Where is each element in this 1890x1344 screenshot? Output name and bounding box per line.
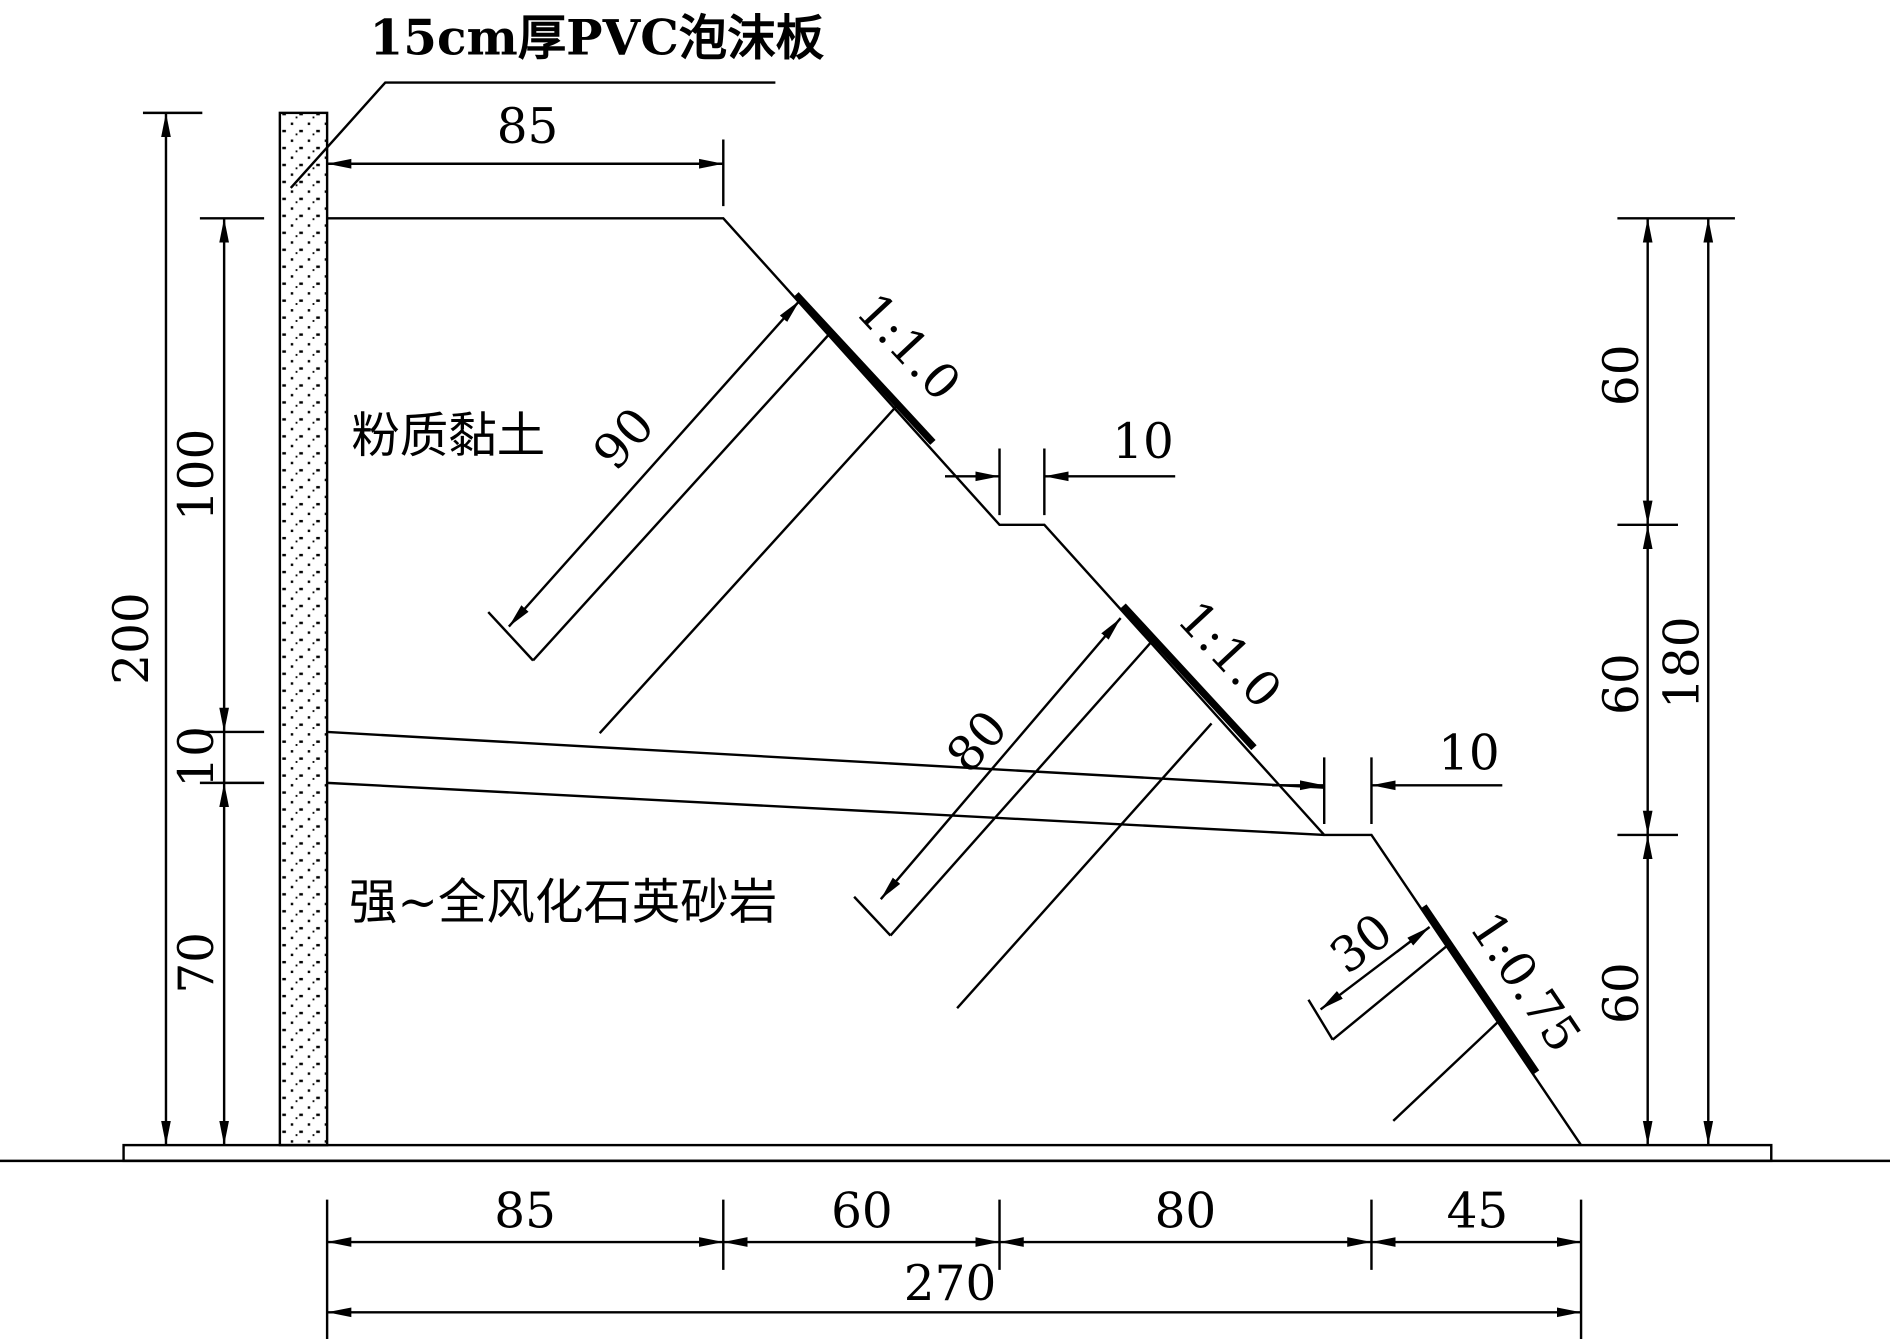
left-interlayer-label: 10 xyxy=(169,726,225,788)
callout-leader xyxy=(289,81,776,189)
left-upper-label: 100 xyxy=(169,429,225,521)
top-width-label: 85 xyxy=(497,99,559,155)
slope-length-upper: 90 xyxy=(583,397,666,480)
layer-boundary-bottom xyxy=(327,781,1325,837)
right-tier1-label: 60 xyxy=(1594,344,1650,406)
slope-face-lower xyxy=(1420,904,1540,1075)
material-upper-label: 粉质黏土 xyxy=(351,408,545,464)
normal-line-lower xyxy=(1392,1017,1504,1122)
right-tier2-label: 60 xyxy=(1594,653,1650,715)
slope-face-upper xyxy=(793,292,936,445)
slope-face-middle xyxy=(1120,603,1257,751)
slope-profile xyxy=(327,217,1583,1146)
slope-length-lower: 30 xyxy=(1320,903,1403,985)
callout-label: 15cm厚PVC泡沫板 xyxy=(370,10,825,67)
bottom-seg3-label: 80 xyxy=(1155,1183,1217,1239)
right-tier3-label: 60 xyxy=(1594,962,1650,1024)
material-lower-label: 强~全风化石英砂岩 xyxy=(349,875,777,931)
left-lower-label: 70 xyxy=(169,932,225,994)
layer-boundary-top xyxy=(327,730,1325,789)
pvc-foam-board xyxy=(278,111,329,1147)
slope-ratio-upper: 1:1.0 xyxy=(845,283,971,412)
dim-slope-lower xyxy=(1319,926,1431,1011)
bottom-seg2-label: 60 xyxy=(831,1183,893,1239)
dim-slope-middle xyxy=(879,617,1122,900)
bottom-seg1-label: 85 xyxy=(494,1183,556,1239)
berm-lower-label: 10 xyxy=(1438,726,1500,782)
right-total-label: 180 xyxy=(1655,616,1711,708)
berm-upper-label: 10 xyxy=(1112,414,1174,470)
bottom-seg4-label: 45 xyxy=(1447,1183,1509,1239)
bottom-total-label: 270 xyxy=(904,1256,996,1312)
slope-ratio-middle: 1:1.0 xyxy=(1166,591,1292,720)
left-total-label: 200 xyxy=(104,592,160,684)
dim-slope-upper xyxy=(507,299,801,628)
base-slab xyxy=(122,1143,1773,1163)
